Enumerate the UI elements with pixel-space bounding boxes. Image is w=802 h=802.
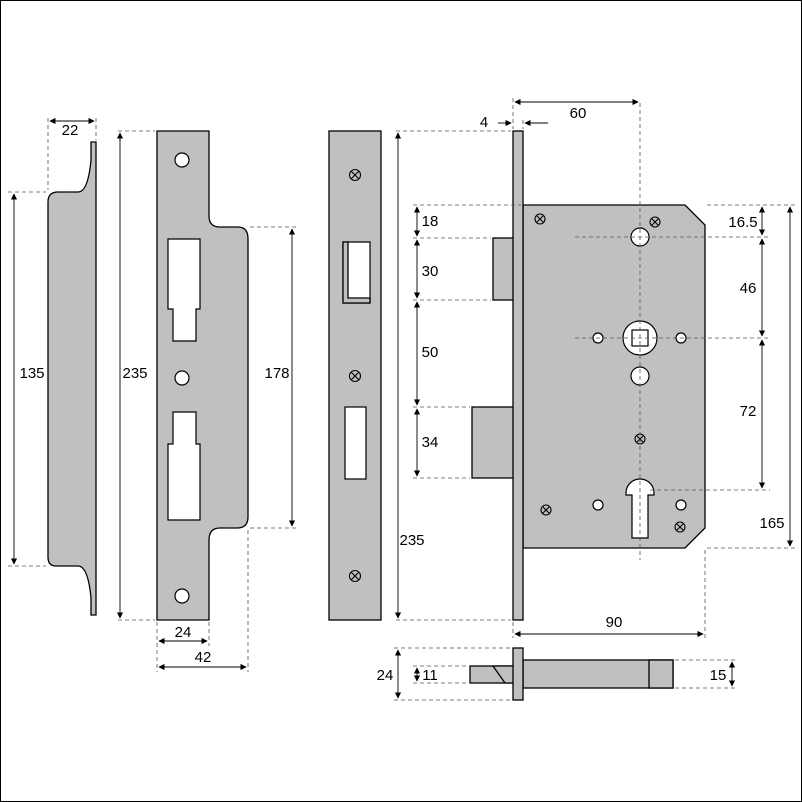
dim-plate-width: 24 xyxy=(175,624,192,641)
case-screw-4 xyxy=(540,504,552,516)
dim-return-width: 22 xyxy=(62,122,79,139)
dim-top-to-latch: 18 xyxy=(422,213,439,230)
dim-bolt-total-height: 24 xyxy=(377,667,394,684)
forend-screw-middle xyxy=(348,369,362,383)
dim-tail-height: 15 xyxy=(710,667,727,684)
latch-slot xyxy=(167,238,201,342)
dim-return-height: 135 xyxy=(19,365,44,382)
forend-plate xyxy=(328,130,382,621)
case-screw-2 xyxy=(649,216,661,228)
dim-forend-thickness: 4 xyxy=(480,114,488,131)
forend-screw-top xyxy=(348,168,362,182)
strike-screw-hole-middle xyxy=(174,370,190,386)
dim-latch-height: 30 xyxy=(422,263,439,280)
strike-screw-hole-bottom xyxy=(174,588,190,604)
dim-overall-width: 42 xyxy=(195,649,212,666)
strike-return-profile xyxy=(8,117,97,616)
dim-backset: 60 xyxy=(570,105,587,122)
bolt-slot xyxy=(167,411,201,521)
dim-latch-to-bolt: 50 xyxy=(422,344,439,361)
dim-bolt-height-small: 11 xyxy=(422,667,438,684)
cylinder-cutout xyxy=(625,478,655,539)
dim-case-depth: 90 xyxy=(606,614,623,631)
forend-bolt-opening xyxy=(344,406,367,480)
dim-plate-height: 235 xyxy=(122,365,147,382)
dim-follower-offset: 46 xyxy=(740,280,757,297)
strike-screw-hole-top xyxy=(174,152,190,168)
lock-body-dimensions xyxy=(394,98,795,638)
strike-plate xyxy=(116,130,296,672)
forend-screw-bottom xyxy=(348,569,362,583)
dim-lip-height: 178 xyxy=(264,365,289,382)
case-screw-5 xyxy=(674,521,686,533)
case-screw-1 xyxy=(534,213,546,225)
dim-bolt-height: 34 xyxy=(422,434,439,451)
dim-case-height: 165 xyxy=(759,515,784,532)
dim-forend-height: 235 xyxy=(399,532,424,549)
dim-top-to-follower: 16.5 xyxy=(728,214,757,231)
lock-body xyxy=(471,103,770,621)
dim-centre-distance: 72 xyxy=(740,403,757,420)
bolt-detail xyxy=(394,647,736,701)
